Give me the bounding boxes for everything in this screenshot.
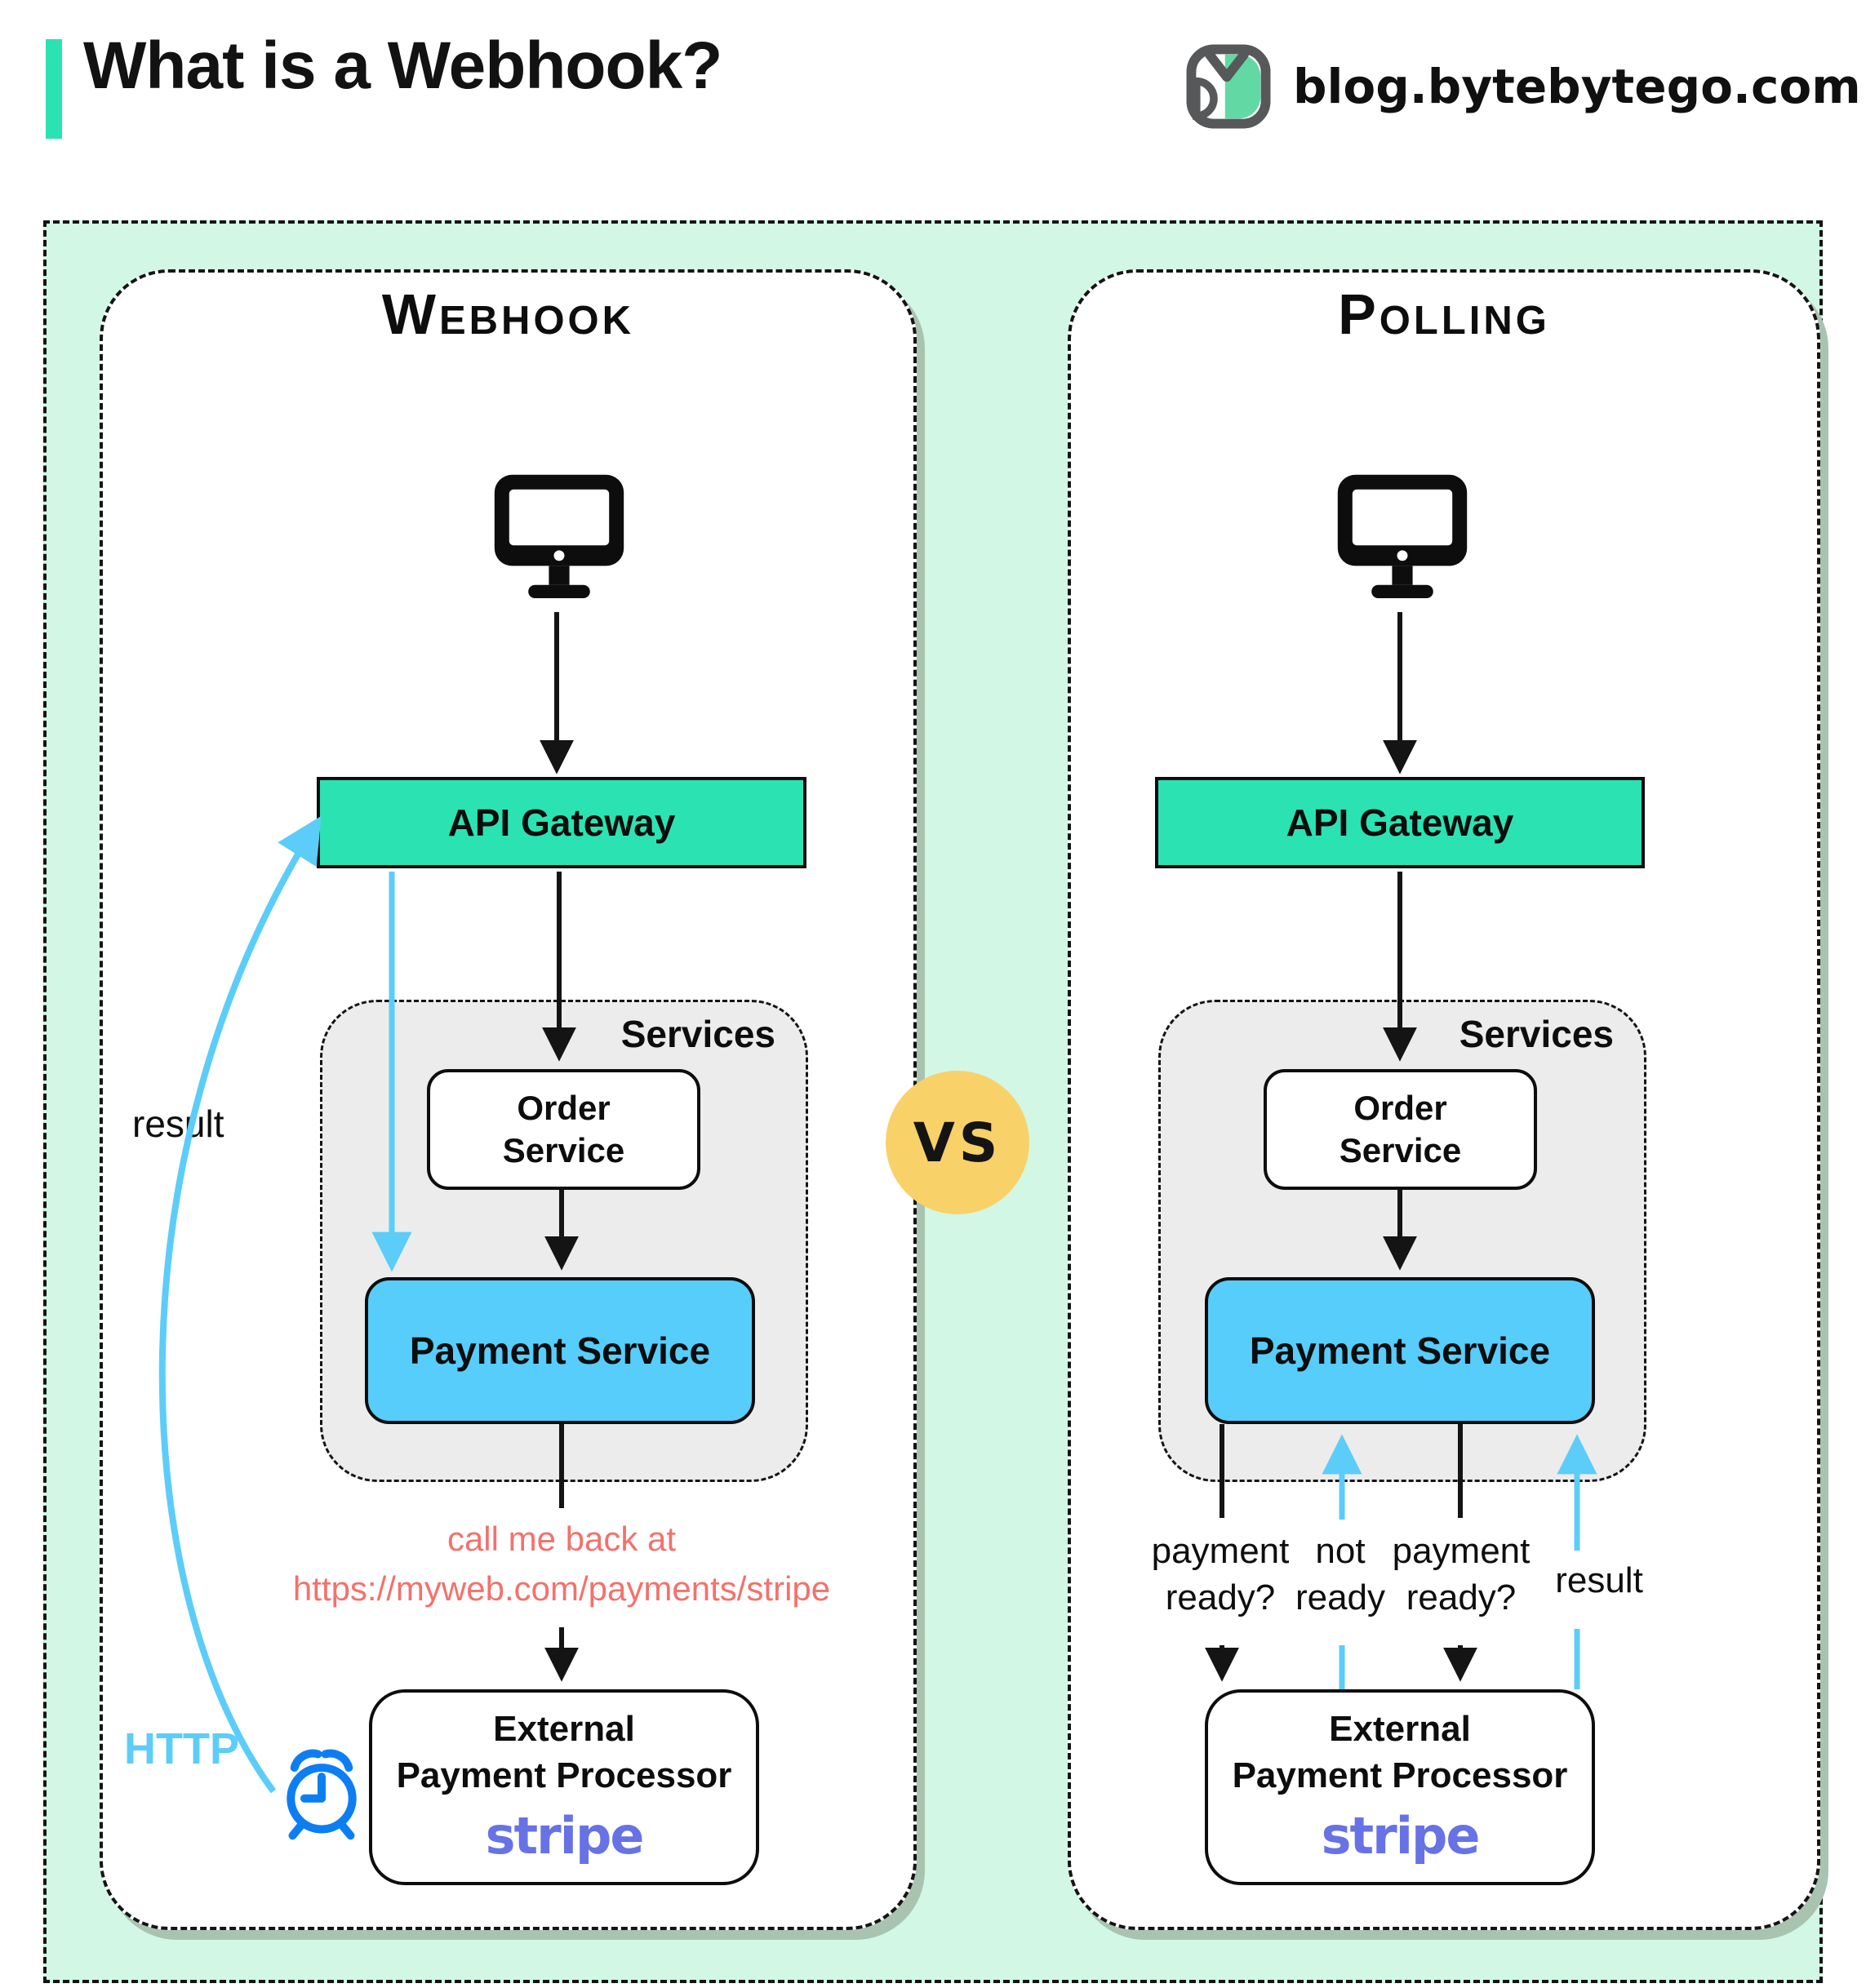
site-url: blog.bytebytego.com [1293,59,1861,114]
webhook-result-label: result [124,1097,233,1152]
webhook-order-service-box: Order Service [427,1069,700,1190]
reply1-line1: not [1315,1531,1366,1571]
order-service-line1: Order [1353,1088,1447,1127]
ask2-line2: ready? [1406,1578,1517,1618]
page-title: What is a Webhook? [83,29,722,103]
webhook-payment-service-box: Payment Service [365,1277,755,1424]
webhook-api-gateway-box: API Gateway [317,777,806,868]
polling-reply1-label: not ready [1273,1528,1408,1621]
stripe-logo: stripe [1321,1805,1481,1866]
order-service-line1: Order [517,1088,611,1127]
callback-url: https://myweb.com/payments/stripe [292,1569,831,1608]
polling-ask1-label: payment ready? [1144,1528,1296,1621]
ask1-line1: payment [1151,1531,1290,1571]
callback-note: call me back at https://myweb.com/paymen… [276,1515,847,1614]
polling-api-gateway-box: API Gateway [1155,777,1645,868]
webhook-http-label: HTTP [124,1724,239,1773]
webhook-services-label: Services [620,1013,775,1055]
webhook-payment-service-label: Payment Service [409,1329,711,1372]
order-service-line2: Service [502,1131,625,1169]
ask2-line1: payment [1392,1531,1531,1571]
reply1-line2: ready [1295,1578,1386,1618]
polling-payment-service-box: Payment Service [1205,1277,1595,1424]
bytebytego-owl-icon [1185,43,1272,130]
alarm-clock-icon [276,1742,367,1842]
webhook-panel-title: Webhook [381,282,635,346]
vs-badge: VS [886,1071,1029,1214]
external-line1: External [1329,1708,1471,1749]
stripe-logo: stripe [485,1805,645,1866]
external-line1: External [493,1708,635,1749]
order-service-line2: Service [1339,1131,1462,1169]
ask1-line2: ready? [1165,1578,1276,1618]
site-branding: blog.bytebytego.com [1185,41,1861,132]
desktop-monitor-icon [1329,472,1476,607]
polling-result-label: result [1555,1560,1643,1600]
callback-note-line1: call me back at [447,1520,677,1558]
external-line2: Payment Processor [396,1755,732,1795]
polling-ask2-label: payment ready? [1385,1528,1537,1621]
polling-services-label: Services [1459,1013,1614,1055]
webhook-api-gateway-label: API Gateway [447,801,676,844]
polling-payment-service-label: Payment Service [1249,1329,1551,1372]
polling-order-service-box: Order Service [1264,1069,1537,1190]
title-accent-bar [46,39,62,139]
polling-api-gateway-label: API Gateway [1286,801,1514,844]
polling-panel-title: Polling [1338,282,1550,346]
polling-external-processor-box: External Payment Processor stripe [1205,1689,1595,1885]
webhook-external-processor-box: External Payment Processor stripe [369,1689,759,1885]
external-line2: Payment Processor [1232,1755,1568,1795]
desktop-monitor-icon [486,472,633,607]
